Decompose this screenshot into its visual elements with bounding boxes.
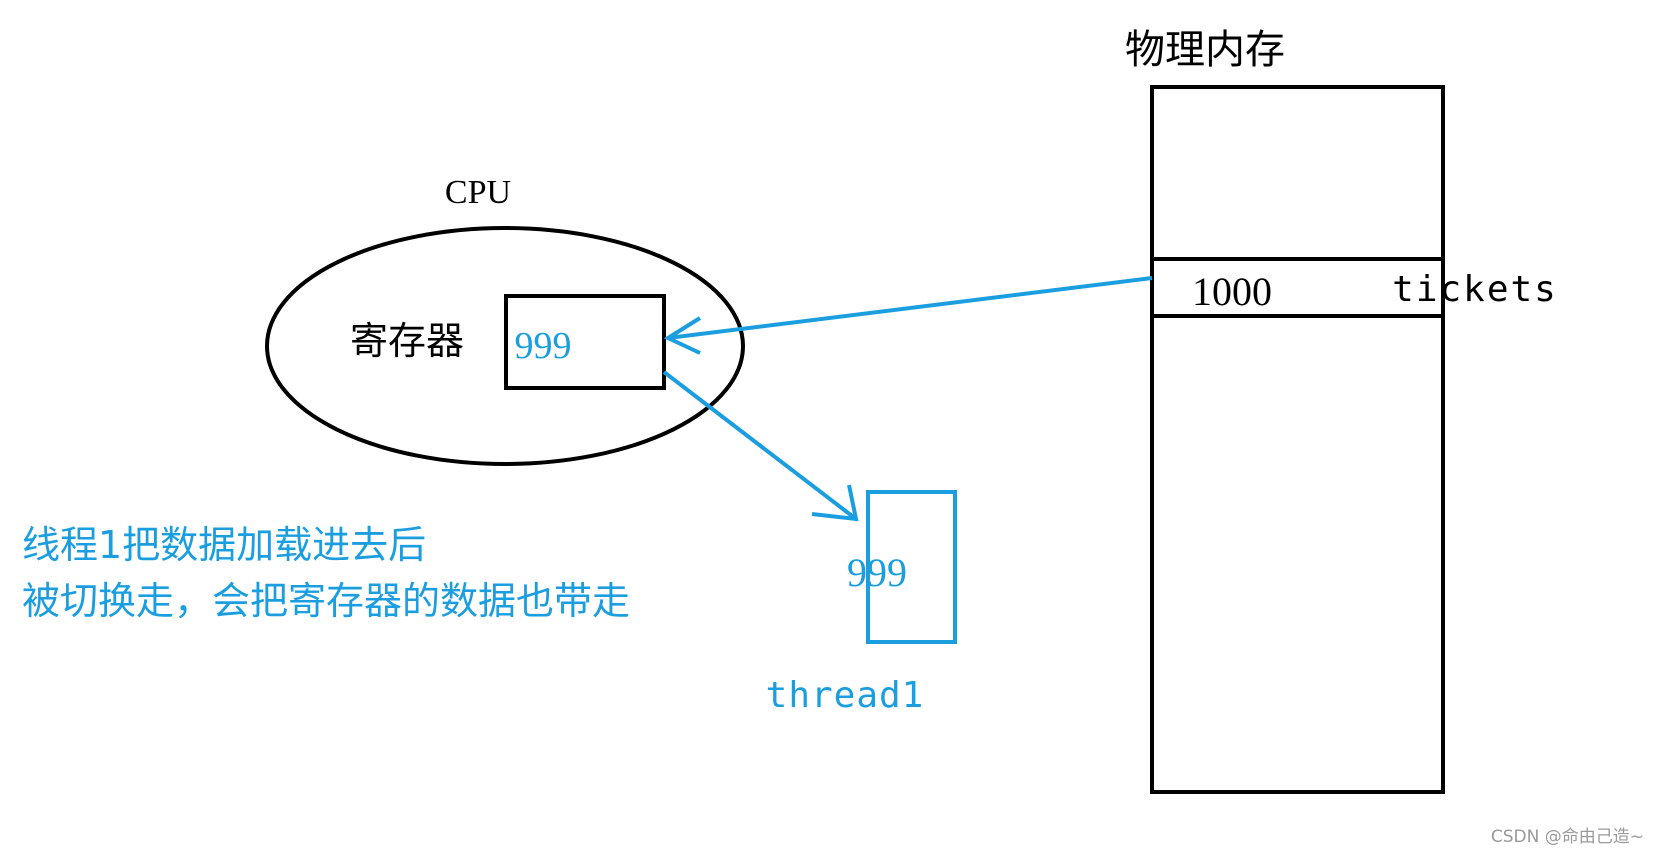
- save-arrow: [662, 370, 858, 521]
- memory-block: [1150, 85, 1445, 794]
- cpu-label: CPU: [444, 174, 512, 211]
- thread-saved-value: 999: [847, 550, 907, 595]
- register-box: [504, 294, 666, 390]
- note-line-2: 被切换走，会把寄存器的数据也带走: [22, 579, 631, 623]
- register-value: 999: [514, 325, 572, 367]
- load-arrow: [667, 276, 1153, 340]
- memory-cell-value: 1000: [1192, 269, 1272, 314]
- cpu-ellipse: [265, 226, 745, 466]
- watermark: CSDN @命由己造~: [1490, 827, 1644, 847]
- memory-title: 物理内存: [1125, 27, 1285, 73]
- save-arrowhead: [811, 484, 859, 522]
- tickets-label: tickets: [1392, 269, 1558, 310]
- register-label: 寄存器: [350, 319, 465, 363]
- thread-label: thread1: [765, 675, 925, 716]
- load-arrowhead: [663, 316, 702, 355]
- note-line-1: 线程1把数据加载进去后: [22, 523, 427, 567]
- thread-context-box: [866, 490, 957, 644]
